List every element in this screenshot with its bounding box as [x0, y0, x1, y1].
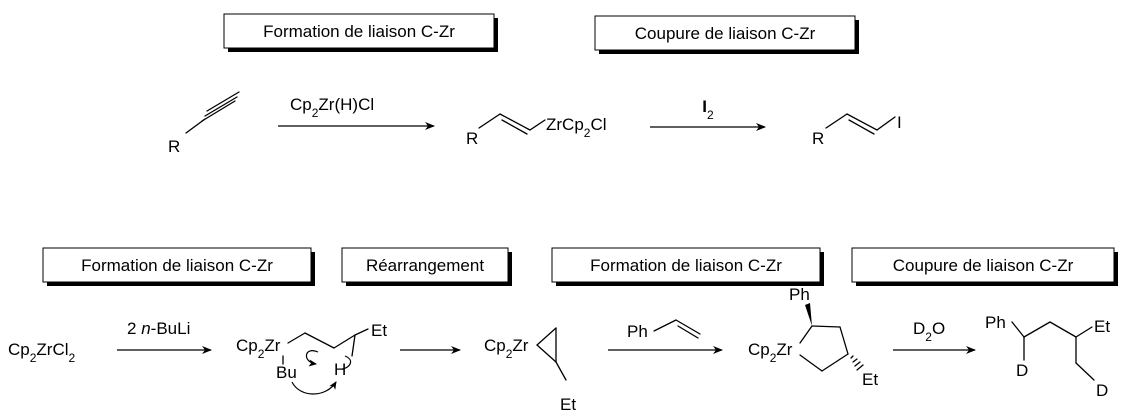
reagent-nbuli: 2 n-BuLi	[127, 319, 190, 338]
curly-arrow-3	[291, 381, 337, 395]
product-structure: Ph D Et D	[985, 313, 1110, 400]
vinyl-r: R	[466, 129, 478, 148]
prod-et: Et	[1094, 317, 1110, 336]
vinyl-zirconium-structure: R ZrCp2Cl	[466, 113, 607, 148]
box-top-coupure: Coupure de liaison C-Zr	[594, 15, 859, 54]
prod-i: I	[897, 113, 902, 132]
inter2-cp2zr: Cp2Zr	[484, 336, 529, 361]
reagent-cp2zrhcl: Cp2Zr(H)Cl	[290, 95, 374, 120]
box-bot-rearrangement: Réarrangement	[341, 247, 512, 286]
box-bot-coupure-label: Coupure de liaison C-Zr	[893, 256, 1074, 275]
intermediate-3-structure: Cp2Zr Ph Et	[748, 285, 878, 389]
wedge-bond	[805, 303, 812, 326]
box-bot-formation-1-label: Formation de liaison C-Zr	[81, 256, 273, 275]
vinyl-zrcp2cl: ZrCp2Cl	[546, 115, 607, 140]
box-bot-formation-2-label: Formation de liaison C-Zr	[590, 256, 782, 275]
box-top-formation: Formation de liaison C-Zr	[223, 13, 498, 52]
prod-ph: Ph	[985, 313, 1006, 332]
inter3-cp2zr: Cp2Zr	[748, 340, 793, 365]
inter1-h: H	[334, 360, 346, 379]
reagent-d2o: D2O	[913, 319, 945, 344]
prod-r: R	[812, 129, 824, 148]
hashed-bond	[850, 355, 864, 371]
reagent-i2: I2	[702, 97, 714, 122]
vinyl-iodide-structure: R I	[812, 113, 902, 148]
alkyne-r: R	[168, 137, 180, 156]
curly-arrow-2	[341, 355, 352, 370]
inter3-et: Et	[862, 370, 878, 389]
box-bot-rearrangement-label: Réarrangement	[366, 256, 484, 275]
prod-d1: D	[1016, 361, 1028, 380]
box-bot-coupure: Coupure de liaison C-Zr	[851, 247, 1118, 286]
intermediate-2-structure: Cp2Zr Et	[484, 327, 576, 414]
box-top-formation-label: Formation de liaison C-Zr	[263, 22, 455, 41]
start-cp2zrcl2: Cp2ZrCl2	[8, 340, 76, 365]
inter1-bu: Bu	[276, 363, 297, 382]
box-bot-formation-2: Formation de liaison C-Zr	[551, 247, 824, 286]
box-top-coupure-label: Coupure de liaison C-Zr	[635, 24, 816, 43]
styrene-reagent: Ph	[627, 319, 701, 341]
alkyne-structure: R	[168, 91, 240, 156]
prod-d2: D	[1096, 381, 1108, 400]
inter1-et: Et	[371, 321, 387, 340]
inter1-cp2zr: Cp2Zr	[236, 336, 281, 361]
inter2-et: Et	[560, 395, 576, 414]
curly-arrow-1	[305, 350, 319, 367]
box-bot-formation-1: Formation de liaison C-Zr	[42, 247, 315, 286]
intermediate-1-structure: Cp2Zr Et Bu H	[236, 321, 387, 395]
inter3-ph: Ph	[789, 285, 810, 304]
reagent-styrene-ph: Ph	[627, 322, 648, 341]
